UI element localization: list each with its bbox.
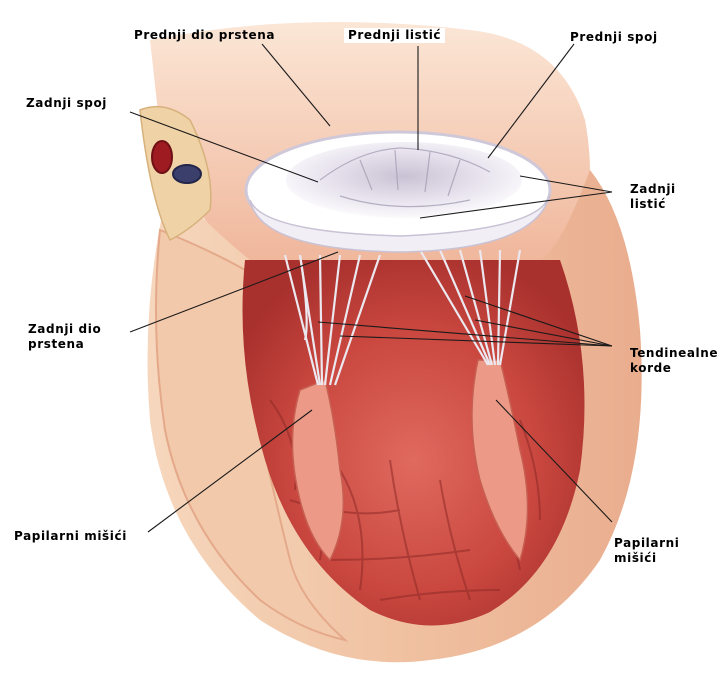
- vein-section: [173, 165, 201, 183]
- label-zadnji-spoj: Zadnji spoj: [26, 96, 107, 111]
- label-papilarni-misici-right: Papilarni mišići: [614, 536, 679, 566]
- label-papilarni-misici-left: Papilarni mišići: [14, 529, 127, 544]
- label-zadnji-dio-prstena: Zadnji dio prstena: [28, 322, 101, 352]
- label-prednji-spoj: Prednji spoj: [570, 30, 658, 45]
- artery-section: [152, 141, 172, 173]
- label-prednji-dio-prstena: Prednji dio prstena: [134, 28, 275, 43]
- label-zadnji-listic: Zadnji listić: [630, 182, 676, 212]
- label-prednji-listic: Prednji listić: [344, 28, 445, 43]
- label-tendinealne-korde: Tendinealne korde: [630, 346, 718, 376]
